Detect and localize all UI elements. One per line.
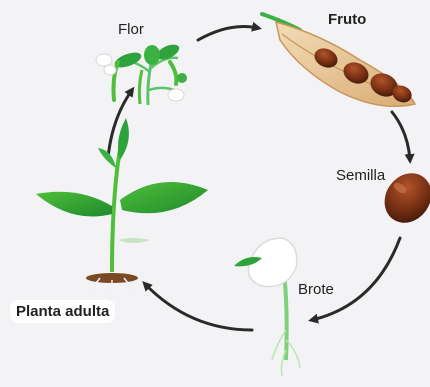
arrow-flower-to-fruit [198,27,258,41]
label-fruit: Fruto [328,12,366,27]
adult-plant-illustration [36,118,208,296]
sprout-illustration [234,238,300,376]
arrow-sprout-to-adult [145,284,252,330]
flowering-plant-illustration [96,41,187,105]
label-seed: Semilla [336,168,385,183]
arrow-fruit-to-seed [392,112,410,160]
label-adult-plant: Planta adulta [10,300,115,323]
arrow-seed-to-sprout [312,238,400,320]
label-flower: Flor [118,22,144,37]
label-sprout: Brote [298,282,334,297]
